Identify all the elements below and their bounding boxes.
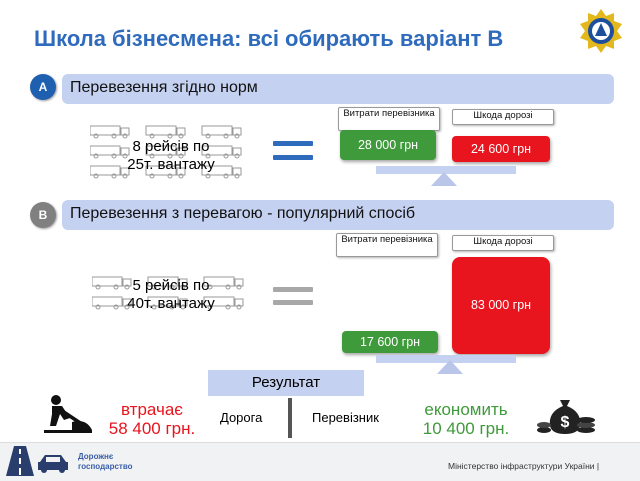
footer-logo-line2: господарство (78, 462, 133, 471)
option-a-cost-label: Витрати перевізника (338, 107, 440, 131)
result-divider (288, 398, 292, 438)
option-b-damage-label: Шкода дорозі (452, 235, 554, 251)
truck-icon (91, 276, 244, 310)
option-a-damage-value: 24 600 грн (452, 136, 550, 162)
footer (0, 442, 640, 481)
option-b-load: 40т. вантажу (127, 295, 215, 312)
option-b-badge: В (30, 202, 56, 228)
option-b-cost-label: Витрати перевізника (336, 233, 438, 257)
option-a-damage-label: Шкода дорозі (452, 109, 554, 125)
svg-text:$: $ (561, 414, 570, 431)
road-loss: втрачає 58 400 грн. (100, 400, 204, 438)
equals-sign-b-lower (273, 300, 313, 305)
option-a-badge: A (30, 74, 56, 100)
option-b-balance-fulcrum (437, 360, 463, 374)
option-a-balance-beam (376, 166, 516, 174)
result-heading: Результат (208, 370, 364, 396)
option-a-trucks (89, 124, 250, 184)
option-b-damage-value: 83 000 грн (452, 257, 550, 354)
equals-sign-b (273, 287, 313, 292)
equals-sign-a (273, 141, 313, 146)
option-a-trucks-text: 8 рейсів по 25т. вантажу (118, 138, 224, 174)
option-a-cost-value: 28 000 грн (340, 130, 436, 160)
footer-logo-line1: Дорожнє (78, 452, 114, 461)
equals-sign-a-lower (273, 155, 313, 160)
option-b-trips: 5 рейсів по (132, 277, 210, 294)
car-icon (38, 455, 68, 473)
option-a-heading: Перевезення згідно норм (70, 79, 258, 96)
road-icon (6, 446, 34, 476)
truck-icon (89, 125, 242, 179)
option-a-row: Перевезення згідно норм (62, 74, 614, 104)
money-bag-icon: $ (537, 400, 595, 434)
carrier-label: Перевізник (312, 410, 379, 425)
option-b-trucks-text: 5 рейсів по 40т. вантажу (118, 277, 224, 313)
loss-value: 58 400 грн. (108, 419, 196, 438)
option-b-balance-beam (376, 355, 516, 363)
option-b-heading: Перевезення з перевагою - популярний спо… (70, 205, 416, 222)
ministry-emblem-icon (580, 9, 622, 53)
loss-word: втрачає (121, 400, 183, 419)
option-b-cost-value: 17 600 грн (342, 331, 438, 353)
page-title: Школа бізнесмена: всі обирають варіант В (34, 26, 504, 51)
option-a-balance-fulcrum (431, 172, 457, 186)
option-a-load: 25т. вантажу (127, 156, 215, 173)
gain-word: економить (424, 400, 508, 419)
option-a-trips: 8 рейсів по (132, 138, 210, 155)
option-b-row: Перевезення з перевагою - популярний спо… (62, 200, 614, 230)
gain-value: 10 400 грн. (422, 419, 510, 438)
option-b-trucks (91, 275, 252, 315)
road-label: Дорога (220, 410, 263, 425)
carrier-gain: економить 10 400 грн. (410, 400, 522, 438)
road-worker-icon (42, 392, 94, 434)
footer-logo-text: Дорожнє господарство (78, 452, 133, 472)
footer-ministry: Міністерство інфраструктури України | (448, 461, 600, 471)
